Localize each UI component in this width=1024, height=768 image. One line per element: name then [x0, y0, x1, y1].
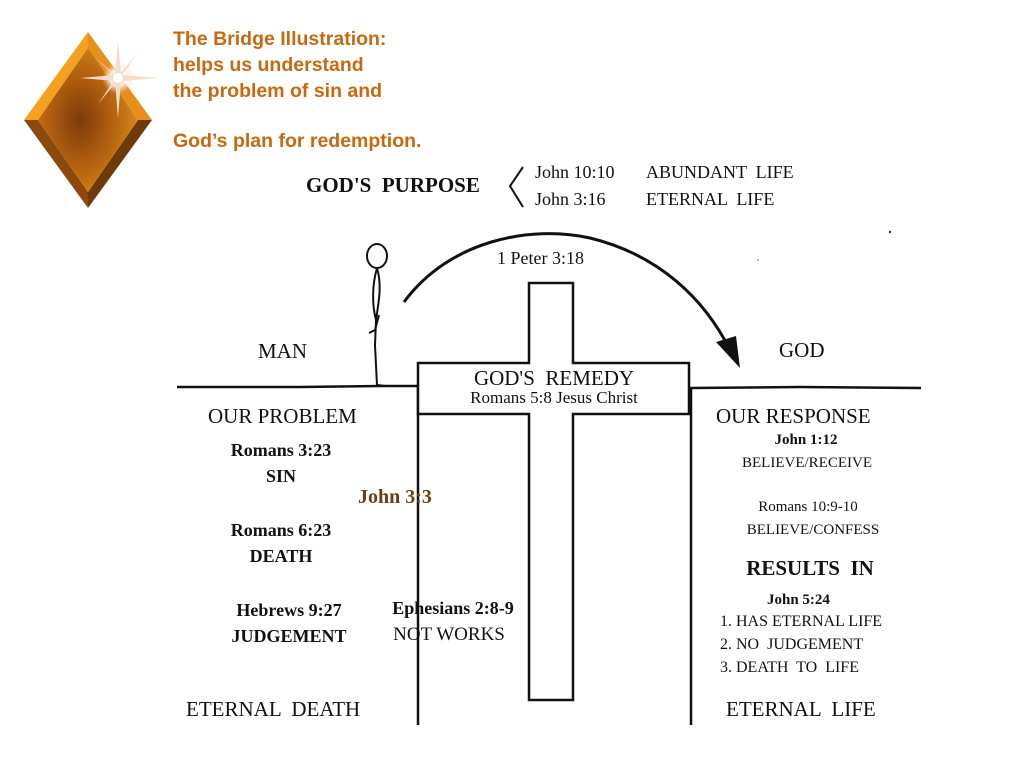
problem-text-2: DEATH [196, 546, 366, 567]
not-works-ref: Ephesians 2:8-9 [368, 598, 538, 619]
purpose-text-2: ETERNAL LIFE [646, 189, 774, 210]
problem-ref-2: Romans 6:23 [196, 520, 366, 541]
result-item-3: 3. DEATH TO LIFE [720, 659, 859, 677]
result-item-1: 1. HAS ETERNAL LIFE [720, 613, 882, 631]
results-heading: RESULTS IN [730, 556, 890, 581]
purpose-text-1: ABUNDANT LIFE [646, 162, 794, 183]
response-outcome: ETERNAL LIFE [726, 697, 876, 722]
problem-outcome: ETERNAL DEATH [186, 697, 360, 722]
man-label: MAN [258, 339, 307, 364]
stick-figure-man-icon [367, 244, 387, 386]
chasm-reference: John 3:3 [358, 486, 432, 509]
response-text-2: BELIEVE/CONFESS [728, 522, 898, 539]
god-label: GOD [779, 338, 825, 363]
problem-heading: OUR PROBLEM [208, 404, 357, 429]
response-text-1: BELIEVE/RECEIVE [722, 455, 892, 472]
purpose-bracket [510, 167, 523, 207]
results-ref: John 5:24 [767, 592, 830, 609]
problem-ref-3: Hebrews 9:27 [204, 600, 374, 621]
title-line-3: the problem of sin and [173, 78, 382, 104]
remedy-subtitle: Romans 5:8 Jesus Christ [420, 388, 688, 408]
title-line-4: God’s plan for redemption. [173, 128, 421, 154]
speck [889, 231, 891, 233]
ground-line-right [690, 387, 921, 388]
response-ref-2: Romans 10:9-10 [728, 499, 888, 516]
speck [757, 259, 759, 261]
problem-text-3: JUDGEMENT [204, 626, 374, 647]
purpose-label: GOD'S PURPOSE [306, 173, 480, 198]
response-ref-1: John 1:12 [726, 432, 886, 449]
purpose-ref-1: John 10:10 [535, 162, 615, 183]
arc-label: 1 Peter 3:18 [497, 248, 584, 269]
purpose-ref-2: John 3:16 [535, 189, 606, 210]
problem-text-1: SIN [196, 466, 366, 487]
title-line-1: The Bridge Illustration: [173, 26, 386, 52]
response-heading: OUR RESPONSE [716, 404, 871, 429]
result-item-2: 2. NO JUDGEMENT [720, 636, 863, 654]
title-line-2: helps us understand [173, 52, 364, 78]
not-works-text: NOT WORKS [364, 624, 534, 646]
problem-ref-1: Romans 3:23 [196, 440, 366, 461]
